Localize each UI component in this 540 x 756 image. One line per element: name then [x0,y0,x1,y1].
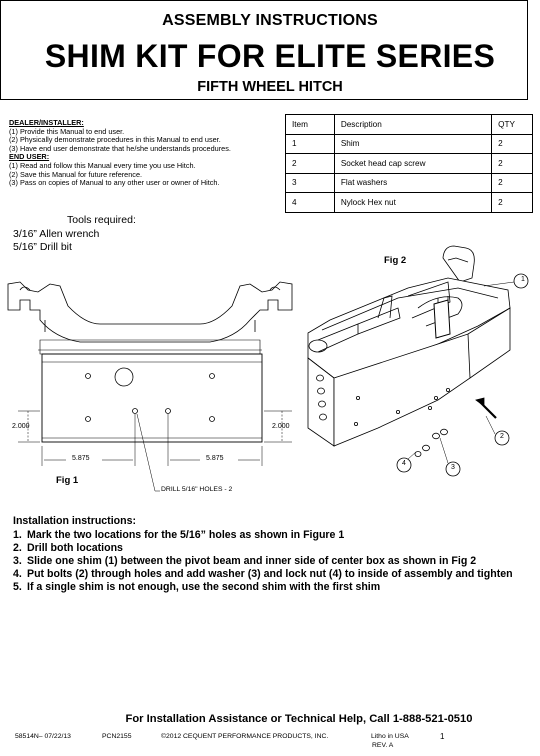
title-line-3: FIFTH WHEEL HITCH [197,79,343,95]
table-cell: Socket head cap screw [333,153,493,174]
fig2-callout-4: 4 [402,460,406,467]
fig1-dim-right-height: 2.000 [272,423,290,430]
dealer-item: (2) Physically demonstrate procedures in… [9,135,221,145]
footer-page-number: 1 [440,732,445,741]
fig2-drawing [307,245,529,477]
table-cell: 2 [491,192,533,213]
instruction-step: 5. If a single shim is not enough, use th… [13,581,523,594]
step-text: Drill both locations [27,542,123,554]
fig2-callout-2: 2 [500,433,504,440]
instructions-heading: Installation instructions: [13,515,137,527]
help-line: For Installation Assistance or Technical… [125,713,473,725]
footer-litho: Litho in USA [371,733,409,740]
step-number: 5. [13,581,22,593]
table-row: 3 Flat washers 2 [285,172,533,193]
instruction-step: 1. Mark the two locations for the 5/16” h… [13,529,523,542]
step-text: Mark the two locations for the 5/16” hol… [27,529,345,541]
fig2-callout-3: 3 [451,464,455,471]
tools-heading: Tools required: [67,214,136,226]
fig1-drawing [7,281,293,492]
instruction-step: 3. Slide one shim (1) between the pivot b… [13,555,523,568]
title-line-2: SHIM KIT FOR ELITE SERIES [44,38,496,74]
footer-copyright: ©2012 CEQUENT PERFORMANCE PRODUCTS, INC. [161,733,329,740]
dealer-heading: DEALER/INSTALLER: [9,118,84,127]
table-cell: 1 [285,133,335,154]
table-header-row: Item Description QTY [285,114,533,135]
step-number: 3. [13,555,22,567]
column-header-description: Description [333,114,493,135]
fig2-label: Fig 2 [384,255,407,266]
table-row: 1 Shim 2 [285,133,533,154]
table-cell: 2 [491,153,533,174]
instruction-step: 2. Drill both locations [13,542,523,555]
step-text: Slide one shim (1) between the pivot bea… [27,555,477,567]
step-number: 1. [13,529,22,541]
fig1-dim-left-height: 2.000 [12,423,30,430]
instruction-step: 4. Put bolts (2) through holes and add wa… [13,568,523,581]
table-row: 2 Socket head cap screw 2 [285,153,533,174]
step-text: If a single shim is not enough, use the … [27,581,381,593]
end-user-item: (2) Save this Manual for future referenc… [9,169,143,179]
fig1-label: Fig 1 [56,475,79,486]
fig1-drill-note: DRILL 5/16" HOLES - 2 [161,486,233,493]
instructions-list: 1. Mark the two locations for the 5/16” h… [13,529,523,594]
tools-list: 3/16” Allen wrench 5/16” Drill bit [13,228,99,254]
column-header-item: Item [285,114,335,135]
table-cell: Shim [333,133,493,154]
end-user-item: (3) Pass on copies of Manual to any othe… [9,178,220,188]
column-header-qty: QTY [491,114,533,135]
table-cell: 4 [285,192,335,213]
step-text: Put bolts (2) through holes and add wash… [27,568,513,580]
table-cell: Nylock Hex nut [333,192,493,213]
dealer-installer-section: DEALER/INSTALLER: (1) Provide this Manua… [9,118,289,188]
table-cell: 2 [491,133,533,154]
step-number: 2. [13,542,22,554]
end-user-item: (1) Read and follow this Manual every ti… [9,160,196,170]
footer-pcn: PCN2155 [102,733,132,740]
fig2-callout-1: 1 [521,276,525,283]
dealer-item: (1) Provide this Manual to end user. [9,126,125,136]
footer-part-number: 58514N– 07/22/13 [15,733,71,740]
tool-item: 5/16” Drill bit [13,241,72,253]
end-user-heading: END USER: [9,152,50,162]
table-cell: Flat washers [333,172,493,193]
table-cell: 2 [491,172,533,193]
tool-item: 3/16” Allen wrench [13,228,100,240]
footer-rev: REV. A [372,742,394,749]
fig1-dim-right-width: 5.875 [206,455,224,462]
parts-table: Item Description QTY 1 Shim 2 2 Socket h… [285,114,533,213]
title-box: ASSEMBLY INSTRUCTIONS SHIM KIT FOR ELITE… [0,0,528,100]
table-cell: 3 [285,172,335,193]
table-cell: 2 [285,153,335,174]
fig1-dim-left-width: 5.875 [72,455,90,462]
step-number: 4. [13,568,22,580]
table-row: 4 Nylock Hex nut 2 [285,192,533,213]
title-line-1: ASSEMBLY INSTRUCTIONS [162,12,378,29]
dealer-item: (3) Have end user demonstrate that he/sh… [9,143,231,153]
